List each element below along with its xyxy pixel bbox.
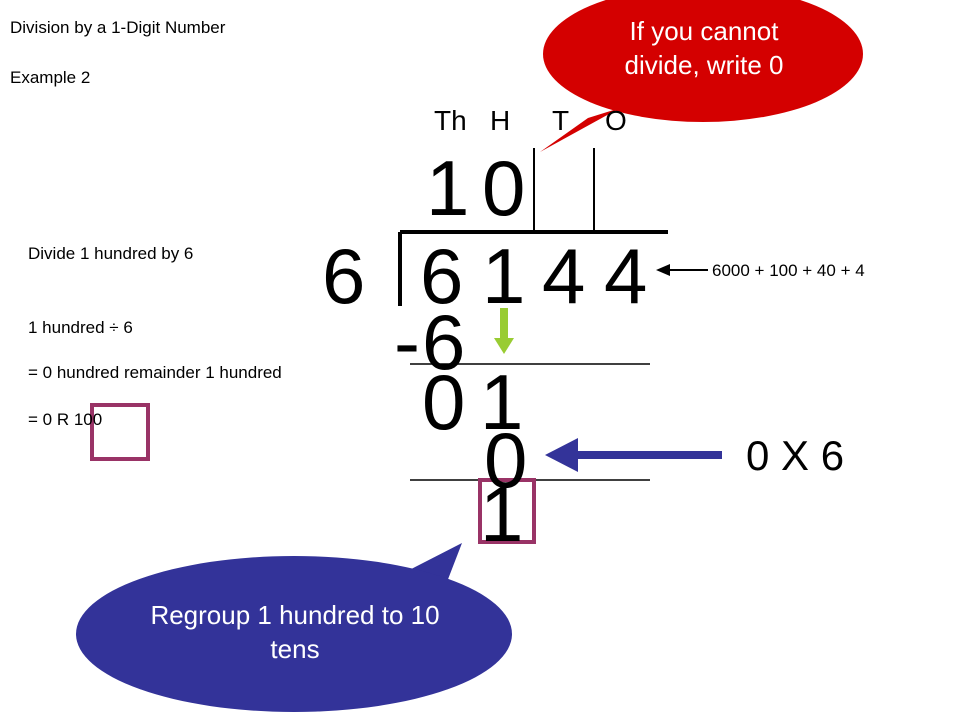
example-label: Example 2 [10,68,91,87]
subtract-value: 6 [422,298,466,386]
subtract-sign: - [394,298,420,386]
place-hundreds: H [490,105,511,136]
blue-callout-text: Regroup 1 hundred to 10 tens [150,600,440,664]
product-arrow [545,438,722,472]
dividend-digit-thousands: 6 [420,232,464,320]
dividend-digit-tens: 4 [542,232,586,320]
quotient-digit-hundreds: 0 [482,144,526,232]
divisor: 6 [322,232,366,320]
explanation-line-2: 1 hundred ÷ 6 [28,318,133,337]
explanation-line-4: = 0 R 100 [28,410,103,429]
dividend-digit-ones: 4 [604,232,648,320]
place-thousands: Th [434,105,467,136]
lesson-title: Division by a 1-Digit Number [10,18,226,37]
blue-callout-bubble [76,543,512,712]
explanation-line-3: = 0 hundred remainder 1 hundred [28,363,282,382]
explanation-line-1: Divide 1 hundred by 6 [28,244,194,263]
bring-down-arrow [494,308,514,354]
expanded-form: 6000 + 100 + 40 + 4 [712,261,865,280]
final-remainder: 1 [480,470,524,558]
red-callout-text: If you cannot divide, write 0 [624,16,784,80]
dividend-digit-hundreds: 1 [482,232,526,320]
place-tens: T [552,105,570,136]
remainder-digit-hundreds: 1 [480,358,524,446]
highlight-box-r-100 [90,403,150,461]
place-ones: O [605,105,627,136]
expanded-form-arrow [656,264,708,276]
quotient-digit-thousands: 1 [426,144,470,232]
red-callout-bubble [540,0,863,152]
highlight-box-remainder [478,478,536,544]
remainder-digit-thousands: 0 [422,358,466,446]
product-note: 0 X 6 [746,432,845,479]
product-value: 0 [484,416,528,504]
